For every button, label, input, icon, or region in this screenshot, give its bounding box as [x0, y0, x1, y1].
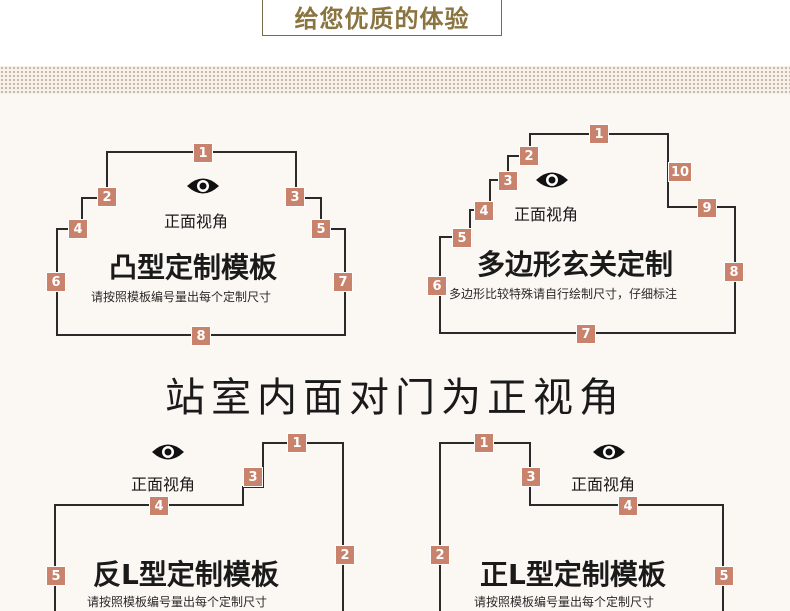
tu-badge-8: 8: [191, 326, 211, 346]
tu-subtitle: 请按照模板编号量出每个定制尺寸: [91, 290, 272, 304]
zhengL-badge-3: 3: [521, 467, 541, 487]
duobian-badge-3: 3: [498, 171, 518, 191]
duobian-subtitle: 多边形比较特殊请自行绘制尺寸，仔细标注: [449, 287, 678, 301]
banner-title: 给您优质的体验: [262, 0, 502, 36]
duobian-badge-7: 7: [576, 324, 596, 344]
view-label: 正面视角: [164, 212, 229, 231]
fanL-badge-4: 4: [149, 496, 169, 516]
fanL-subtitle: 请按照模板编号量出每个定制尺寸: [87, 595, 268, 609]
view-label: 正面视角: [131, 475, 196, 494]
tu-title: 凸型定制模板: [109, 251, 278, 284]
zhengL-badge-2: 2: [430, 545, 450, 565]
eye-icon: [593, 444, 625, 460]
fanL-outline: [54, 442, 344, 611]
tu-badge-5: 5: [311, 219, 331, 239]
duobian-badge-9: 9: [697, 198, 717, 218]
duobian-badge-8: 8: [724, 262, 744, 282]
center-title: 站室内面对门为正视角: [165, 375, 625, 421]
fanL-badge-2: 2: [335, 545, 355, 565]
dotted-divider: [0, 66, 790, 94]
duobian-badge-1: 1: [589, 124, 609, 144]
duobian-badge-2: 2: [519, 146, 539, 166]
zhengL-badge-5: 5: [714, 566, 734, 586]
tu-badge-3: 3: [285, 187, 305, 207]
zhengL-subtitle: 请按照模板编号量出每个定制尺寸: [474, 595, 655, 609]
zhengL-badge-1: 1: [474, 433, 494, 453]
tu-badge-7: 7: [333, 272, 353, 292]
duobian-title: 多边形玄关定制: [477, 248, 674, 281]
duobian-badge-4: 4: [474, 201, 494, 221]
view-label: 正面视角: [514, 205, 579, 224]
fanL-title: 反L型定制模板: [93, 558, 279, 591]
view-label: 正面视角: [571, 475, 636, 494]
zhengL-badge-4: 4: [618, 496, 638, 516]
tu-badge-6: 6: [46, 272, 66, 292]
duobian-badge-10: 10: [668, 162, 692, 182]
duobian-badge-6: 6: [427, 276, 447, 296]
eye-icon: [536, 172, 568, 188]
tu-badge-4: 4: [68, 219, 88, 239]
zhengL-title: 正L型定制模板: [480, 558, 666, 591]
fanL-badge-3: 3: [243, 467, 263, 487]
fanL-badge-5: 5: [46, 566, 66, 586]
fanL-badge-1: 1: [287, 433, 307, 453]
header-area: 给您优质的体验: [0, 0, 790, 66]
content-area: [0, 94, 790, 611]
duobian-badge-5: 5: [452, 228, 472, 248]
eye-icon: [152, 444, 184, 460]
eye-icon: [187, 178, 219, 194]
tu-badge-2: 2: [97, 187, 117, 207]
tu-badge-1: 1: [193, 143, 213, 163]
